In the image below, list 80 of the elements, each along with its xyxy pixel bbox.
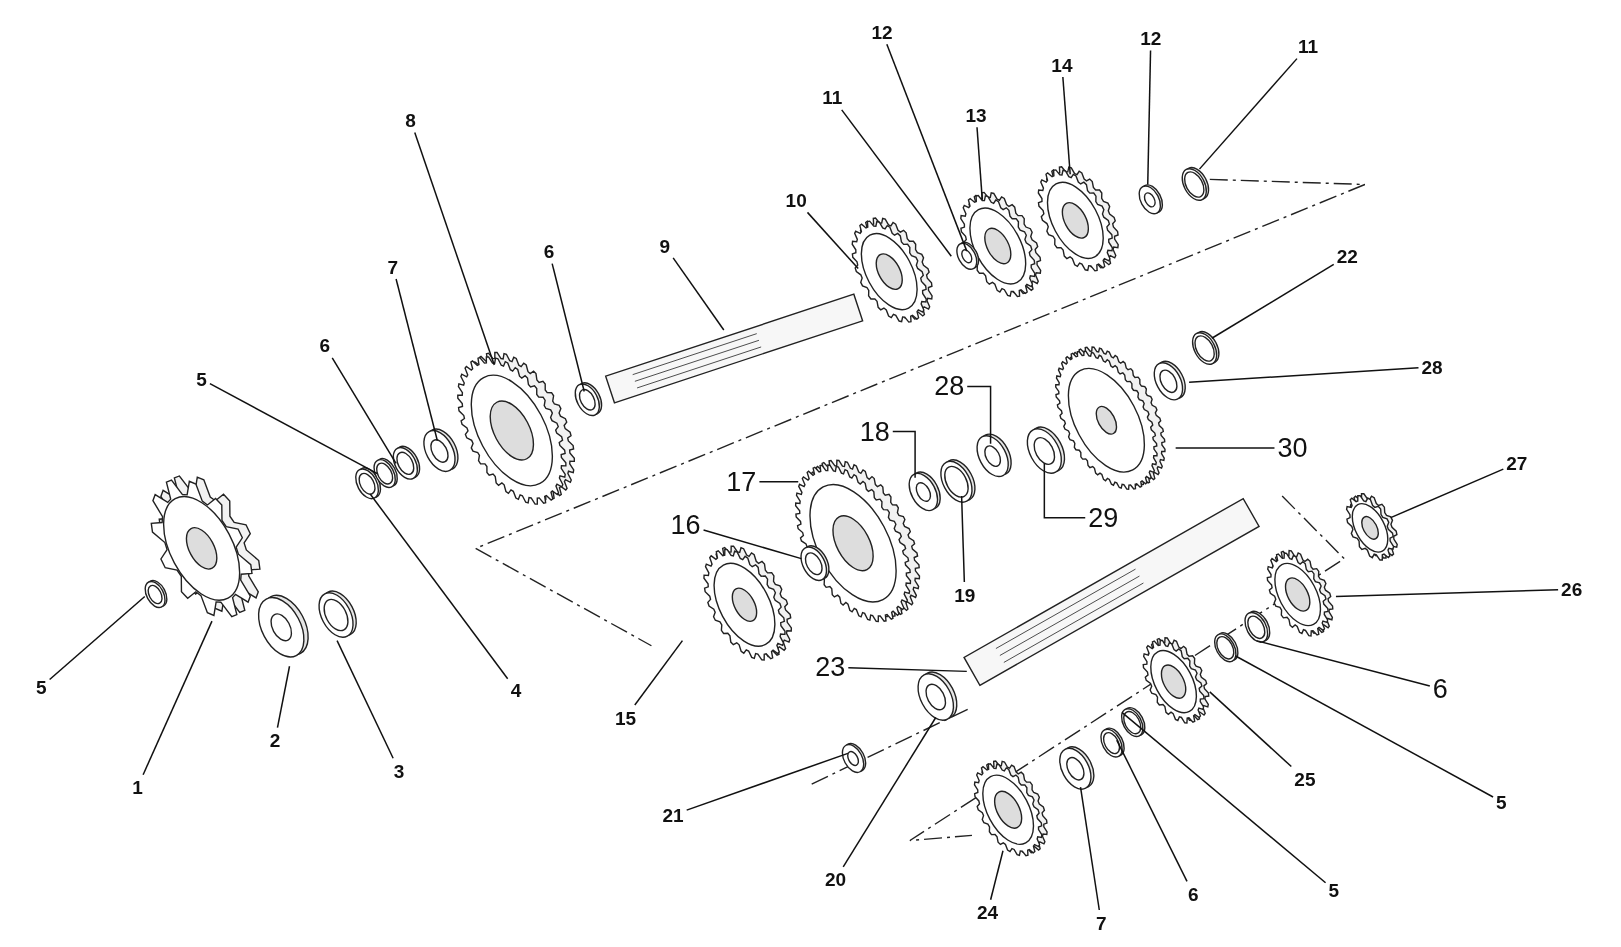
callout-number: 13 — [965, 105, 987, 125]
leader-line — [1255, 639, 1431, 687]
leader-line — [989, 850, 1004, 901]
leader-line — [142, 620, 213, 776]
leader-line — [414, 131, 495, 366]
leader-line — [48, 595, 146, 681]
leader-line — [892, 430, 916, 479]
callout-number: 17 — [726, 468, 757, 496]
callout-number: 1 — [132, 777, 143, 797]
leader-line — [395, 278, 439, 442]
leader-line — [634, 639, 684, 706]
callout-number: 5 — [196, 369, 207, 389]
leader-line — [1335, 589, 1559, 598]
callout-number: 25 — [1294, 769, 1316, 789]
leader-line — [1188, 367, 1420, 384]
leader-line — [1209, 691, 1293, 768]
callout-number: 22 — [1336, 246, 1358, 266]
callout-number: 24 — [976, 902, 999, 922]
leader-line — [847, 667, 968, 673]
callout-number: 7 — [387, 257, 399, 276]
leader-line — [551, 262, 585, 393]
leader-line — [1115, 739, 1188, 883]
leader-line — [1234, 655, 1494, 798]
leader-line — [331, 357, 397, 465]
leader-line — [806, 211, 859, 270]
callout-number: 5 — [1496, 792, 1507, 812]
leader-line — [1043, 462, 1086, 519]
callout-number: 12 — [871, 22, 893, 42]
callout-number: 9 — [659, 236, 671, 256]
callout-number: 7 — [1095, 913, 1107, 932]
callout-number: 14 — [1051, 55, 1073, 75]
callout-number: 6 — [543, 241, 555, 261]
leader-line — [840, 109, 953, 257]
leader-line — [1211, 263, 1335, 339]
callout-number: 10 — [785, 190, 807, 210]
leader-line — [842, 716, 937, 868]
callout-number: 5 — [36, 677, 47, 697]
callout-number: 28 — [934, 372, 965, 400]
leader-line — [1147, 49, 1152, 186]
callout-number: 28 — [1421, 357, 1443, 377]
leader-line — [672, 257, 725, 331]
leader-line — [369, 493, 509, 680]
callout-number: 6 — [319, 335, 330, 355]
leader-line — [966, 385, 992, 445]
leader-line — [276, 665, 291, 729]
leader-line — [1079, 786, 1101, 911]
callout-number: 26 — [1561, 579, 1583, 599]
callout-number: 18 — [859, 418, 890, 445]
callout-number: 8 — [405, 110, 416, 130]
leader-line — [1174, 447, 1276, 449]
leader-line — [702, 529, 803, 560]
callout-number: 20 — [824, 869, 847, 889]
callout-number: 30 — [1277, 434, 1308, 462]
callout-number: 2 — [269, 730, 281, 750]
leader-line — [1121, 711, 1327, 884]
callout-number: 15 — [615, 708, 637, 727]
callout-number: 11 — [1297, 36, 1319, 56]
leader-line — [209, 382, 379, 475]
leader-line — [758, 481, 799, 483]
callout-number: 27 — [1506, 453, 1528, 473]
leader-line — [336, 639, 394, 760]
callout-number: 5 — [1328, 880, 1340, 900]
leader-line — [976, 126, 984, 201]
callout-number: 4 — [510, 680, 522, 700]
leader-line — [886, 43, 968, 252]
callout-number: 21 — [662, 805, 684, 825]
callout-number: 11 — [822, 87, 843, 107]
callout-number: 19 — [954, 585, 976, 604]
leader-line — [1390, 468, 1505, 519]
leader-line — [1198, 57, 1298, 170]
callout-number: 6 — [1432, 675, 1448, 703]
callout-number: 16 — [670, 511, 701, 539]
leader-line — [685, 752, 849, 811]
leader-line — [1062, 76, 1071, 175]
callout-number: 29 — [1088, 504, 1119, 532]
leader-line — [960, 495, 966, 583]
callout-number: 6 — [1187, 884, 1199, 904]
callout-number: 12 — [1140, 28, 1162, 48]
callout-number: 23 — [815, 653, 846, 681]
callout-number: 3 — [393, 761, 405, 781]
